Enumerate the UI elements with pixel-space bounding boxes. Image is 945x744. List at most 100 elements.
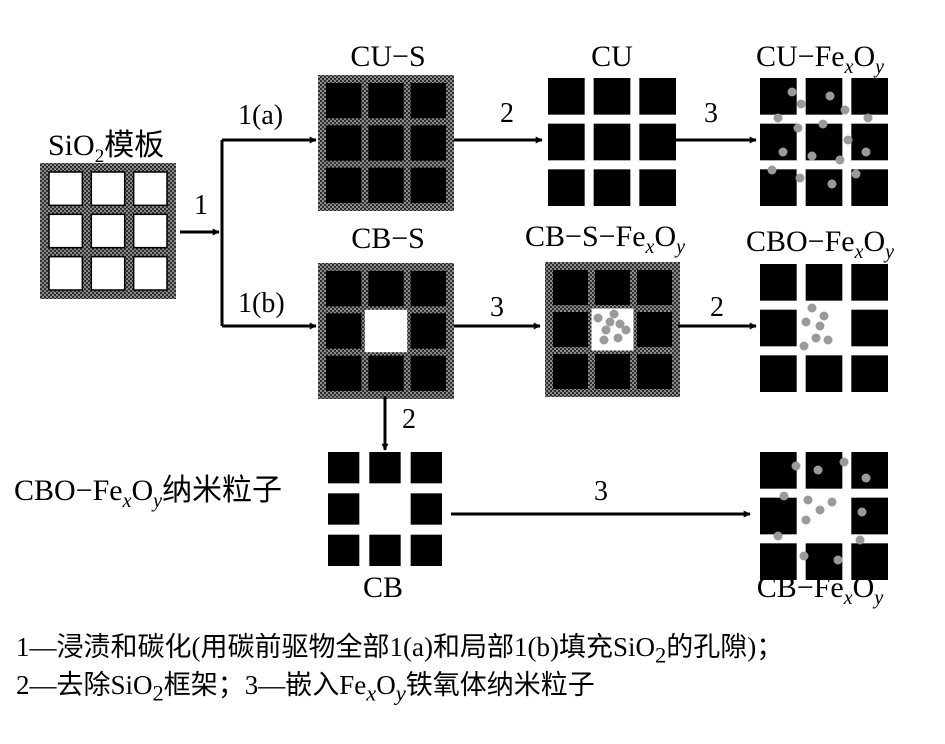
carbon-block [851, 123, 888, 161]
carbon-block [851, 309, 888, 347]
fexoy-particle [843, 135, 853, 145]
cb-structure [328, 452, 442, 566]
fexoy-particle [827, 179, 837, 189]
carbon-block [326, 167, 362, 203]
carbon-block [639, 123, 676, 161]
carbon-block [369, 534, 401, 566]
label-cu: CU [591, 40, 633, 73]
fexoy-particle [778, 147, 788, 157]
fexoy-particle [605, 317, 615, 327]
fexoy-particle [609, 309, 619, 319]
carbon-block [639, 78, 676, 115]
fexoy-particle [621, 325, 631, 335]
fexoy-particle [773, 531, 783, 541]
fexoy-particle [833, 555, 843, 565]
carbon-block [595, 270, 630, 305]
fexoy-particle [835, 155, 845, 165]
carbon-block [760, 543, 797, 580]
carbon-block [760, 497, 797, 535]
fexoy-particle [793, 123, 803, 133]
fexoy-particle [799, 551, 809, 561]
fexoy-particle [801, 317, 811, 327]
cb-fexoy-structure [760, 452, 888, 580]
carbon-block [368, 355, 404, 391]
cu-s-structure [318, 75, 454, 211]
fexoy-particle [807, 151, 817, 161]
cb-s-fexoy-structure [545, 262, 680, 397]
label-cb-s-fexoy: CB−S−FexOy [525, 220, 685, 258]
carbon-block [805, 78, 843, 115]
fexoy-particle [815, 321, 825, 331]
fexoy-particle [861, 473, 871, 483]
carbon-block [805, 264, 843, 301]
carbon-block [368, 167, 404, 203]
carbon-block [326, 125, 362, 161]
step-label-2-mid: 2 [710, 292, 724, 323]
carbon-block [410, 271, 446, 307]
template-pore [90, 255, 126, 291]
carbon-block [637, 354, 672, 389]
fexoy-particle [818, 119, 828, 129]
template-pore [90, 213, 126, 249]
fexoy-particle [613, 333, 623, 343]
label-cu-fexoy: CU−FexOy [756, 40, 884, 78]
step-label-1: 1 [194, 190, 208, 221]
fexoy-particle [791, 461, 801, 471]
template-pore [132, 213, 168, 249]
template-pore [48, 255, 84, 291]
sio2-template-structure [40, 163, 176, 299]
label-cbo-fexoy: CBO−FexOy [746, 225, 894, 263]
carbon-block [805, 452, 843, 489]
label-cu-s: CU−S [350, 40, 425, 73]
fexoy-particle [601, 325, 611, 335]
fexoy-particle [813, 465, 823, 475]
fexoy-particle [795, 173, 805, 183]
fexoy-particle [839, 457, 849, 467]
carbon-block [328, 452, 360, 484]
label-cbo-fexoy-nanoparticles: CBO−FexOy纳米粒子 [14, 474, 282, 512]
carbon-block [851, 497, 888, 535]
carbon-block [851, 452, 888, 489]
carbon-block [851, 264, 888, 301]
carbon-block [410, 534, 442, 566]
synthesis-diagram: SiO2模板 CU−S CU CU−FexOy CB−S CB−S−FexOy … [14, 40, 894, 609]
fexoy-particle [863, 113, 873, 123]
step-label-3-mid: 3 [490, 292, 504, 323]
carbon-block [410, 493, 442, 525]
label-cb-s: CB−S [351, 222, 425, 255]
carbon-block [593, 78, 631, 115]
carbon-block [410, 125, 446, 161]
carbon-block [760, 264, 797, 301]
carbon-block [548, 123, 585, 161]
carbon-block [553, 270, 588, 305]
carbon-block [760, 309, 797, 347]
fexoy-particle [851, 169, 861, 179]
fexoy-particle [779, 491, 789, 501]
template-pore [90, 171, 126, 207]
caption-line-2: 2—去除SiO2框架；3—嵌入FexOy铁氧体纳米粒子 [16, 670, 595, 706]
carbon-block [328, 493, 360, 525]
fexoy-particle [825, 91, 835, 101]
carbon-block [369, 452, 401, 484]
fexoy-particle [599, 335, 609, 345]
carbon-block [410, 167, 446, 203]
fexoy-particle [857, 507, 867, 517]
carbon-block [851, 355, 888, 392]
carbon-block [410, 83, 446, 119]
carbon-block [760, 123, 797, 161]
step-label-1a: 1(a) [238, 100, 283, 131]
carbon-block [805, 169, 843, 206]
fexoy-particle [827, 497, 837, 507]
cu-fexoy-structure [760, 78, 888, 206]
carbon-block [805, 355, 843, 392]
carbon-block [368, 271, 404, 307]
label-cb: CB [363, 571, 403, 604]
carbon-block [328, 534, 360, 566]
fexoy-particle [811, 333, 821, 343]
step-label-2-top: 2 [500, 98, 514, 129]
carbon-block [637, 312, 672, 347]
fexoy-particle [855, 535, 865, 545]
carbon-block [760, 78, 797, 115]
carbon-block [593, 169, 631, 206]
fexoy-particle [815, 505, 825, 515]
